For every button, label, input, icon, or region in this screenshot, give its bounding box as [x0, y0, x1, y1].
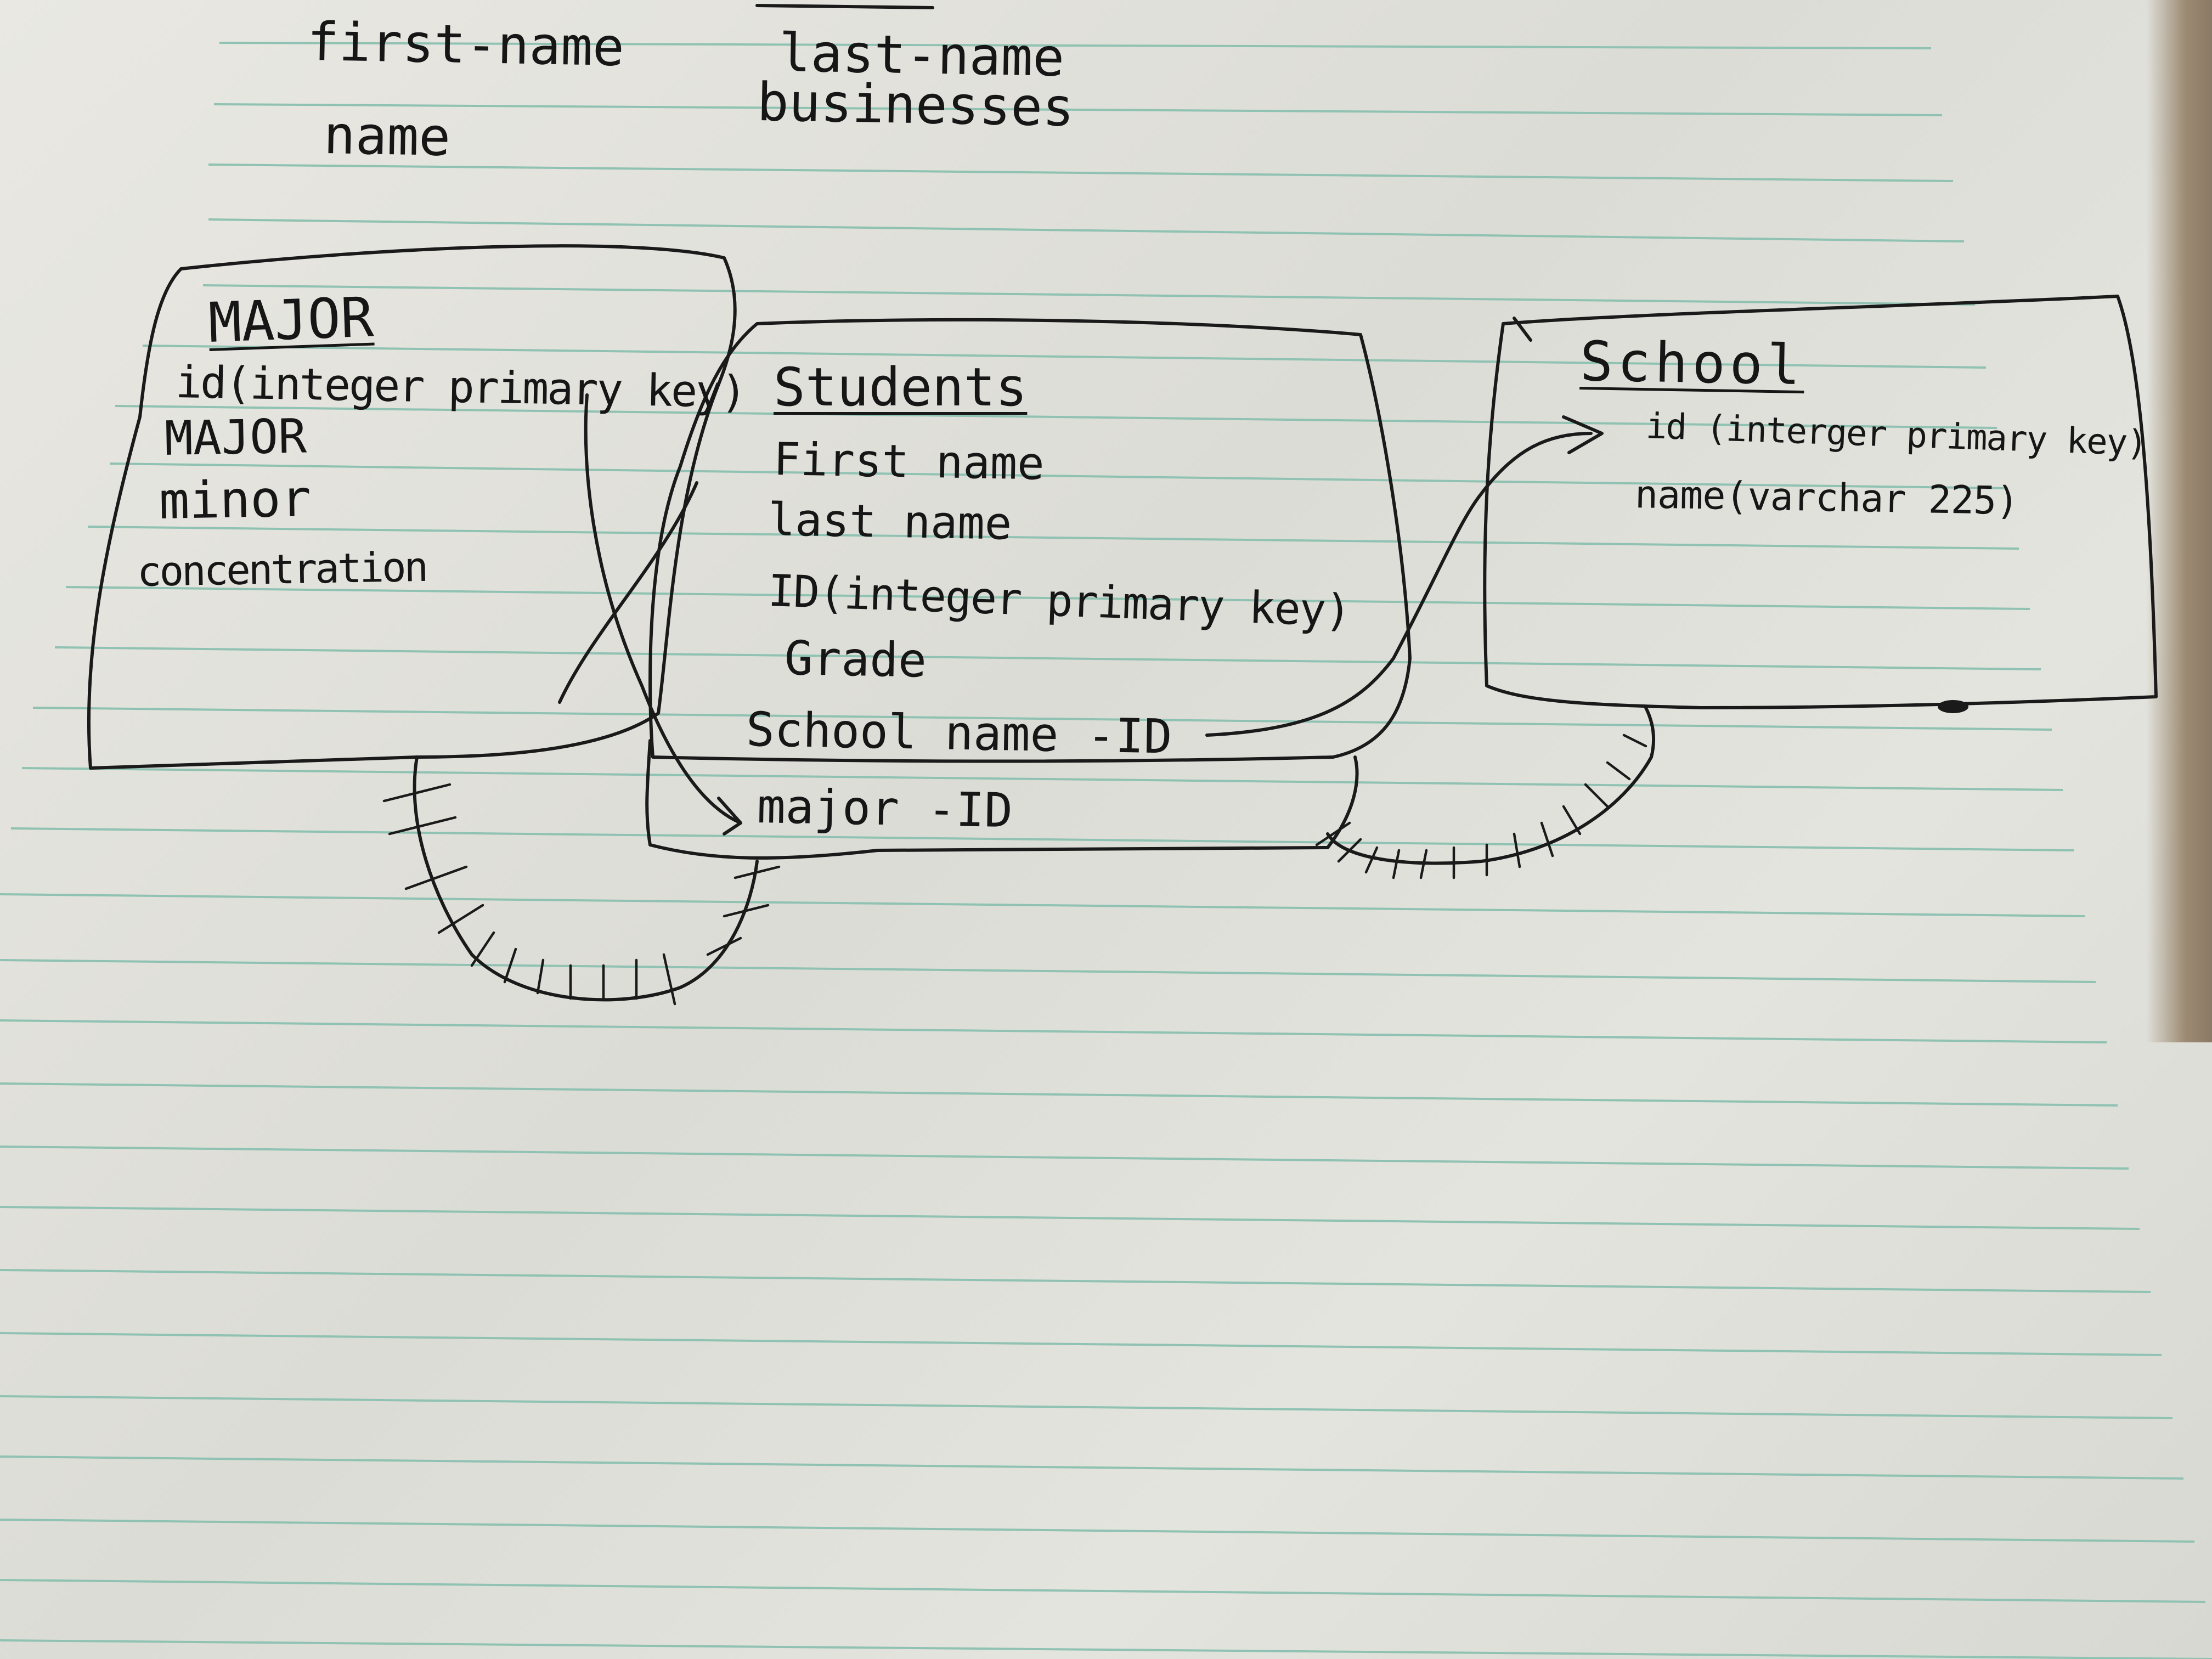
major-crowfoot-ticks — [382, 783, 781, 1006]
top-scribble — [755, 4, 934, 9]
school-entity-box — [1483, 295, 2158, 709]
note-businesses: businesses — [757, 71, 1075, 139]
major-relationship-line — [584, 393, 742, 825]
desk-edge — [2146, 0, 2212, 1042]
school-relationship-line — [1205, 432, 1593, 737]
students-field-major-id: major -ID — [757, 779, 1013, 839]
school-crowfoot-curve — [1326, 706, 1656, 865]
major-field-concentration: concentration — [137, 543, 427, 596]
major-field-id: id(integer primary key) — [175, 357, 746, 418]
school-crowfoot-ticks — [1315, 733, 1647, 879]
school-field-name: name(varchar 225) — [1634, 472, 2019, 524]
students-field-last-name: last name — [768, 494, 1013, 550]
school-entity-title: School — [1579, 329, 1805, 398]
students-field-grade: Grade — [784, 631, 927, 689]
note-name: name — [323, 104, 452, 168]
major-cross-line — [558, 481, 698, 704]
ink-blot — [1938, 700, 1968, 713]
school-arrowhead — [1562, 415, 1604, 454]
major-field-minor: minor — [159, 469, 312, 531]
students-field-school-name-id: School name -ID — [746, 702, 1173, 765]
students-box-extension — [645, 739, 1359, 860]
major-crowfoot-curve — [413, 755, 759, 1002]
major-arrowhead — [717, 797, 742, 836]
major-entity-title: MAJOR — [207, 285, 375, 355]
major-field-major: MAJOR — [164, 409, 307, 466]
students-entity-title: Students — [774, 357, 1028, 418]
note-first-name: first-name — [307, 11, 625, 78]
students-entity-box — [648, 318, 1412, 763]
school-box-notch — [1513, 317, 1532, 342]
major-entity-box — [87, 244, 737, 770]
students-field-first-name: First name — [773, 433, 1045, 490]
